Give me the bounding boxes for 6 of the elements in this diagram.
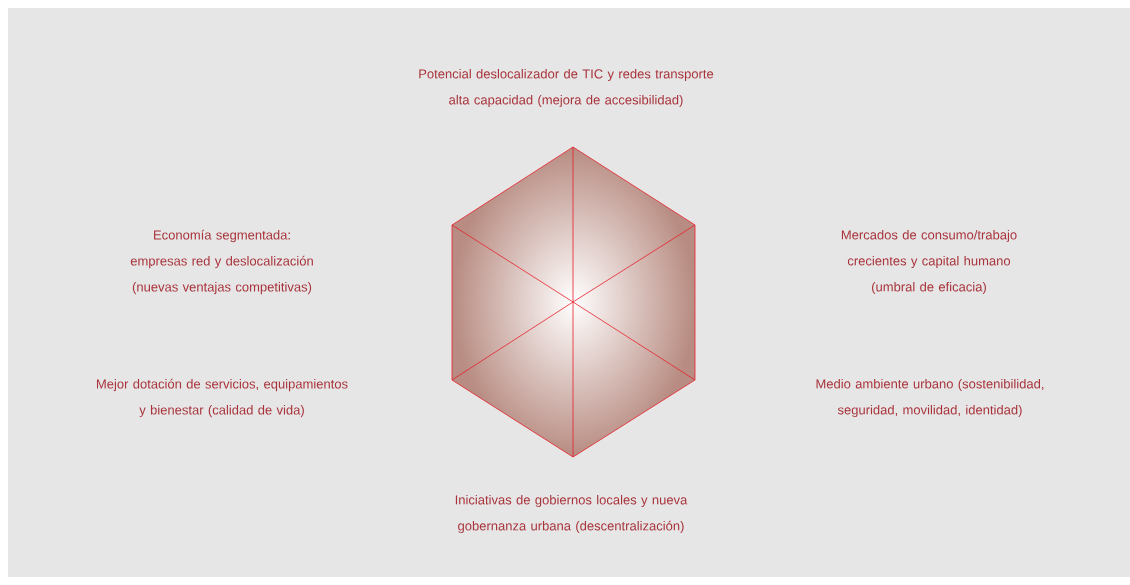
label-text: Iniciativas de gobiernos locales y nueva gobernanza urbana (descentralización) (455, 494, 688, 534)
label-text: Mejor dotación de servicios, equipamientos y bienestar (calidad de vida) (97, 378, 348, 418)
label-text: Potencial deslocalizador de TIC y redes transporte alta capacidad (mejora de accesibilidad) (419, 68, 714, 108)
label-text: Mercados de consumo/trabajo crecientes y capital humano (umbral de eficacia) (841, 229, 1017, 295)
label-text: Medio ambiente urbano (sostenibilidad, seguridad, movilidad, identidad) (816, 378, 1044, 418)
label-text: Economía segmentada: empresas red y deslocalización (nuevas ventajas competitivas) (130, 229, 313, 295)
